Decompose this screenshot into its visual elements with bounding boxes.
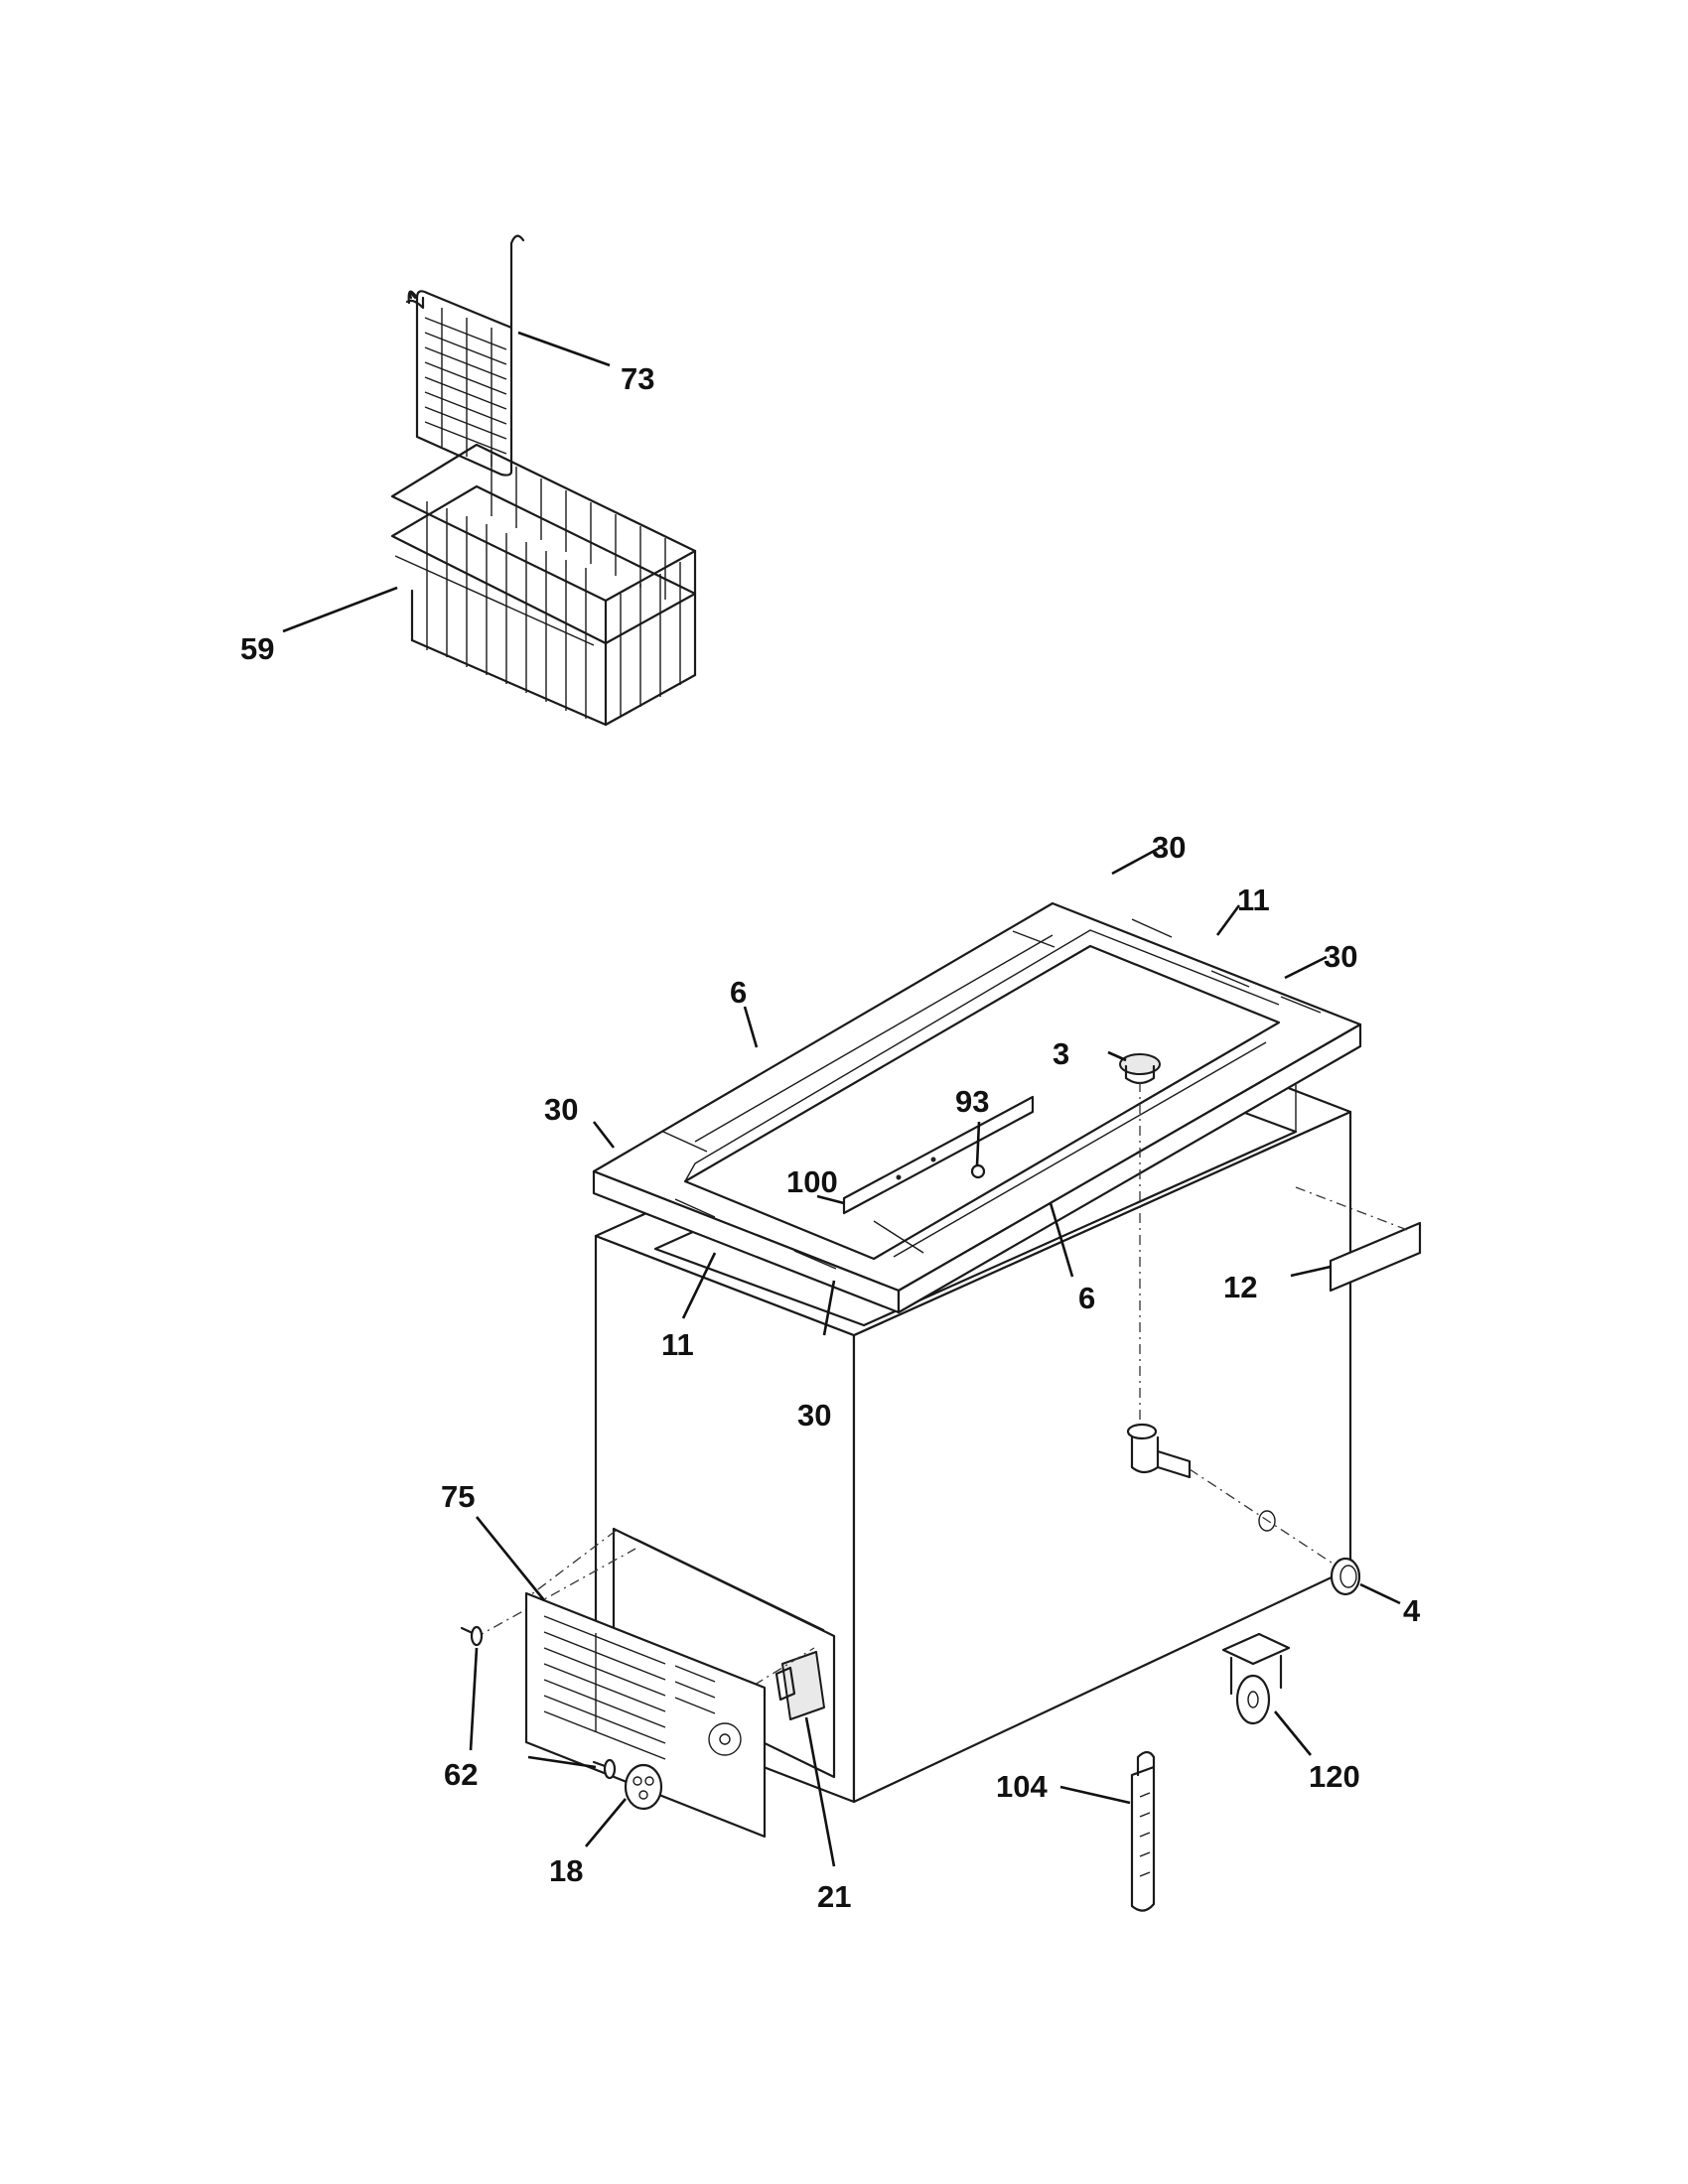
callout-30-front: 30 bbox=[797, 1398, 831, 1433]
callout-120: 120 bbox=[1309, 1759, 1360, 1794]
rating-label bbox=[1329, 1221, 1422, 1293]
wire-basket bbox=[390, 443, 697, 727]
callout-21: 21 bbox=[817, 1879, 851, 1914]
callout-11-front: 11 bbox=[661, 1327, 694, 1362]
callout-3: 3 bbox=[1053, 1036, 1069, 1071]
callout-93: 93 bbox=[955, 1084, 989, 1119]
callout-labels: 73 59 30 11 30 6 3 93 30 100 11 30 6 12 … bbox=[240, 361, 1421, 1914]
thermometer bbox=[1130, 1750, 1156, 1912]
relay-overload bbox=[774, 1651, 825, 1720]
callout-11-top: 11 bbox=[1237, 883, 1270, 917]
leader-lines bbox=[282, 331, 1401, 1867]
callout-75: 75 bbox=[441, 1479, 475, 1514]
callout-100: 100 bbox=[786, 1164, 838, 1199]
callout-62: 62 bbox=[444, 1757, 478, 1792]
callout-4: 4 bbox=[1403, 1593, 1421, 1628]
front-grille bbox=[524, 1591, 767, 1839]
drain-cap bbox=[1330, 1557, 1361, 1596]
callout-30-left: 30 bbox=[544, 1092, 578, 1127]
grommet bbox=[624, 1763, 663, 1811]
callout-12: 12 bbox=[1223, 1270, 1257, 1304]
callout-6-left: 6 bbox=[730, 975, 747, 1010]
callout-30-right: 30 bbox=[1324, 939, 1357, 974]
machine-compartment bbox=[612, 1527, 836, 1779]
basket-divider bbox=[405, 234, 525, 477]
callout-6-front: 6 bbox=[1078, 1281, 1095, 1315]
callout-104: 104 bbox=[996, 1769, 1048, 1804]
grille-screw-lower bbox=[592, 1758, 617, 1780]
callout-73: 73 bbox=[621, 361, 654, 396]
grille-screw-upper bbox=[460, 1625, 484, 1647]
drain-fitting bbox=[1126, 1423, 1192, 1479]
caster-wheel bbox=[1221, 1632, 1291, 1725]
callout-18: 18 bbox=[549, 1853, 583, 1888]
callout-59: 59 bbox=[240, 631, 274, 666]
callout-30-top: 30 bbox=[1152, 830, 1186, 865]
gasket-frame bbox=[592, 901, 1362, 1314]
